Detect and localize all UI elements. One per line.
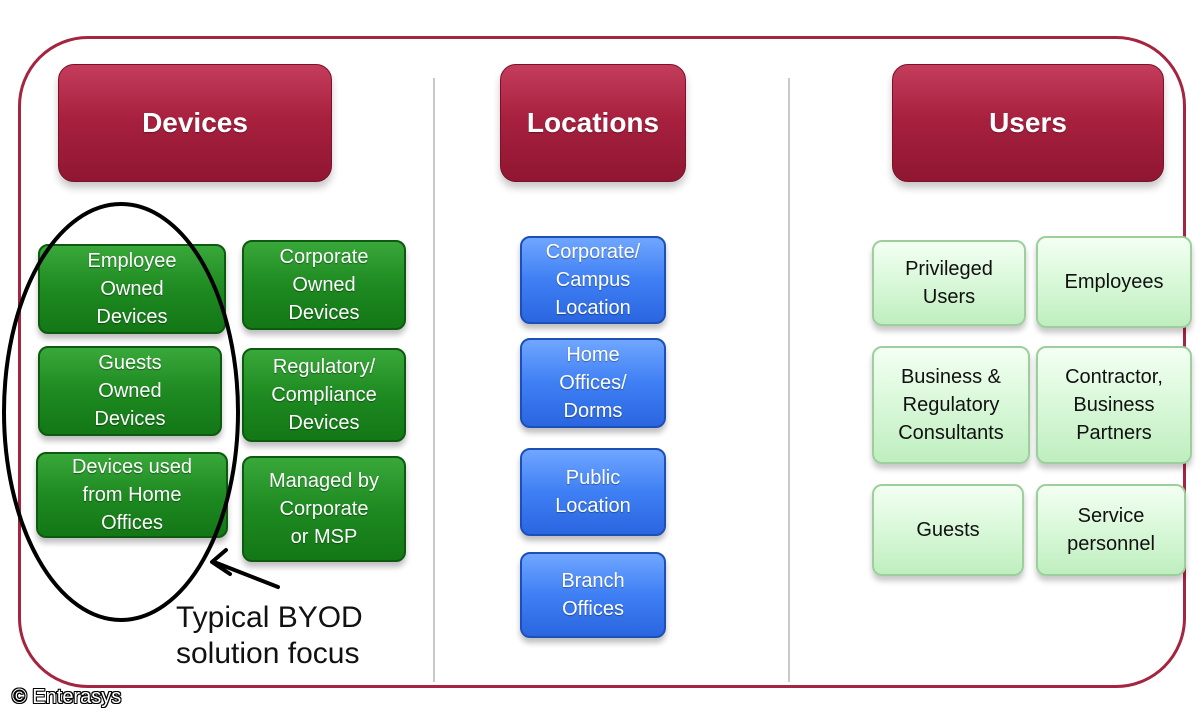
box-label: Employee Owned Devices <box>87 250 177 328</box>
box-label: Branch Offices <box>561 570 625 620</box>
box-contractor-business-partners: Contractor, Business Partners <box>1036 346 1192 464</box>
box-label: Guests <box>916 519 980 541</box>
box-devices-from-home-offices: Devices used from Home Offices <box>36 452 228 538</box>
box-label: Guests Owned Devices <box>94 352 166 430</box>
box-branch-offices: Branch Offices <box>520 552 666 638</box>
box-label: Business & Regulatory Consultants <box>898 366 1004 444</box>
box-privileged-users: Privileged Users <box>872 240 1026 326</box>
box-label: Devices used from Home Offices <box>71 456 193 534</box>
box-business-regulatory-consultants: Business & Regulatory Consultants <box>872 346 1030 464</box>
box-regulatory-compliance-devices: Regulatory/ Compliance Devices <box>242 348 406 442</box>
box-corporate-owned-devices: Corporate Owned Devices <box>242 240 406 330</box>
box-label: Contractor, Business Partners <box>1065 366 1163 444</box>
box-employee-owned-devices: Employee Owned Devices <box>38 244 226 334</box>
annotation-arrow-shaft <box>212 560 280 589</box>
divider-devices-locations <box>433 78 435 682</box>
box-service-personnel: Service personnel <box>1036 484 1186 576</box>
box-guests-owned-devices: Guests Owned Devices <box>38 346 222 436</box>
box-label: Employees <box>1064 271 1164 293</box>
box-label: Corporate Owned Devices <box>279 246 369 324</box>
header-devices: Devices <box>58 64 332 182</box>
byod-focus-label: Typical BYOD solution focus <box>176 601 363 670</box>
box-corporate-campus-location: Corporate/ Campus Location <box>520 236 666 324</box>
box-public-location: Public Location <box>520 448 666 536</box>
box-label: Public Location <box>555 467 631 517</box>
box-guests: Guests <box>872 484 1024 576</box>
header-devices-label: Devices <box>142 107 248 138</box>
box-label: Service personnel <box>1067 505 1155 555</box>
box-managed-by-corporate-msp: Managed by Corporate or MSP <box>242 456 406 562</box>
box-home-offices-dorms: Home Offices/ Dorms <box>520 338 666 428</box>
box-label: Corporate/ Campus Location <box>545 241 641 319</box>
header-users: Users <box>892 64 1164 182</box>
header-users-label: Users <box>989 107 1067 138</box>
annotation-arrow-head <box>210 548 232 576</box>
byod-focus-ellipse <box>2 202 240 622</box>
box-label: Privileged Users <box>905 258 993 308</box>
box-label: Regulatory/ Compliance Devices <box>271 356 377 434</box>
divider-locations-users <box>788 78 790 682</box>
copyright-label: © Enterasys <box>12 686 122 708</box>
header-locations: Locations <box>500 64 686 182</box>
header-locations-label: Locations <box>526 107 660 138</box>
box-employees: Employees <box>1036 236 1192 328</box>
box-label: Managed by Corporate or MSP <box>268 470 380 548</box>
box-label: Home Offices/ Dorms <box>559 344 627 422</box>
